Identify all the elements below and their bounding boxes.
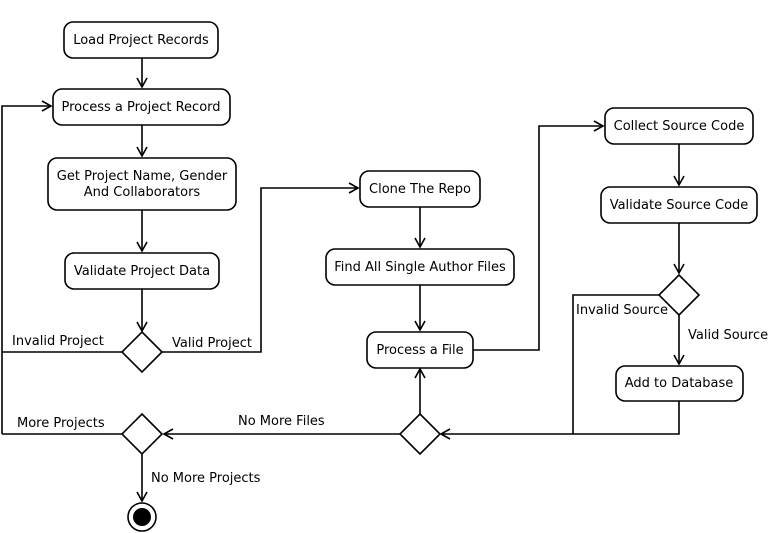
label-no-more-files: No More Files bbox=[238, 414, 325, 429]
node-get-project-name: Get Project Name, Gender And Collaborato… bbox=[47, 157, 237, 211]
svg-text:Find All Single Author Files: Find All Single Author Files bbox=[334, 260, 506, 275]
svg-text:Add to Database: Add to Database bbox=[625, 376, 734, 391]
svg-text:Validate Source Code: Validate Source Code bbox=[610, 198, 749, 213]
svg-text:Process a Project Record: Process a Project Record bbox=[61, 100, 220, 115]
edge-valid-project bbox=[162, 182, 360, 353]
node-find-single-author-files: Find All Single Author Files bbox=[325, 248, 515, 286]
edge-process-to-collect bbox=[473, 120, 605, 351]
flow-lines bbox=[1, 58, 685, 503]
label-no-more-projects: No More Projects bbox=[151, 471, 261, 486]
label-more-projects: More Projects bbox=[17, 416, 105, 431]
svg-text:Clone The Repo: Clone The Repo bbox=[369, 182, 471, 197]
decision-project-valid bbox=[120, 330, 164, 374]
svg-text:Collect Source Code: Collect Source Code bbox=[614, 119, 745, 134]
node-process-file: Process a File bbox=[366, 331, 474, 369]
edge-loop-back bbox=[1, 100, 53, 434]
edge-add-to-files-decision bbox=[439, 401, 680, 440]
decision-source-valid bbox=[657, 273, 701, 317]
node-load-project-records: Load Project Records bbox=[63, 21, 219, 59]
label-invalid-source: Invalid Source bbox=[576, 303, 668, 318]
label-valid-source: Valid Source bbox=[688, 328, 768, 343]
node-collect-source-code: Collect Source Code bbox=[604, 107, 754, 145]
node-add-to-database: Add to Database bbox=[615, 365, 744, 402]
svg-text:Process a File: Process a File bbox=[376, 343, 463, 358]
svg-text:Get Project Name, Gender: Get Project Name, Gender bbox=[57, 169, 228, 184]
decision-more-files bbox=[398, 412, 442, 456]
node-clone-repo: Clone The Repo bbox=[359, 170, 481, 208]
label-invalid-project: Invalid Project bbox=[12, 334, 104, 349]
edge-invalid-source bbox=[572, 294, 659, 434]
svg-text:Load Project Records: Load Project Records bbox=[73, 33, 209, 48]
node-validate-source-code: Validate Source Code bbox=[600, 186, 758, 224]
svg-text:Validate Project Data: Validate Project Data bbox=[74, 264, 210, 279]
label-valid-project: Valid Project bbox=[172, 336, 252, 351]
decision-more-projects bbox=[120, 412, 164, 456]
node-validate-project-data: Validate Project Data bbox=[64, 252, 220, 290]
svg-text:And Collaborators: And Collaborators bbox=[84, 185, 201, 200]
node-process-project-record: Process a Project Record bbox=[52, 88, 231, 126]
final-node bbox=[127, 502, 157, 532]
